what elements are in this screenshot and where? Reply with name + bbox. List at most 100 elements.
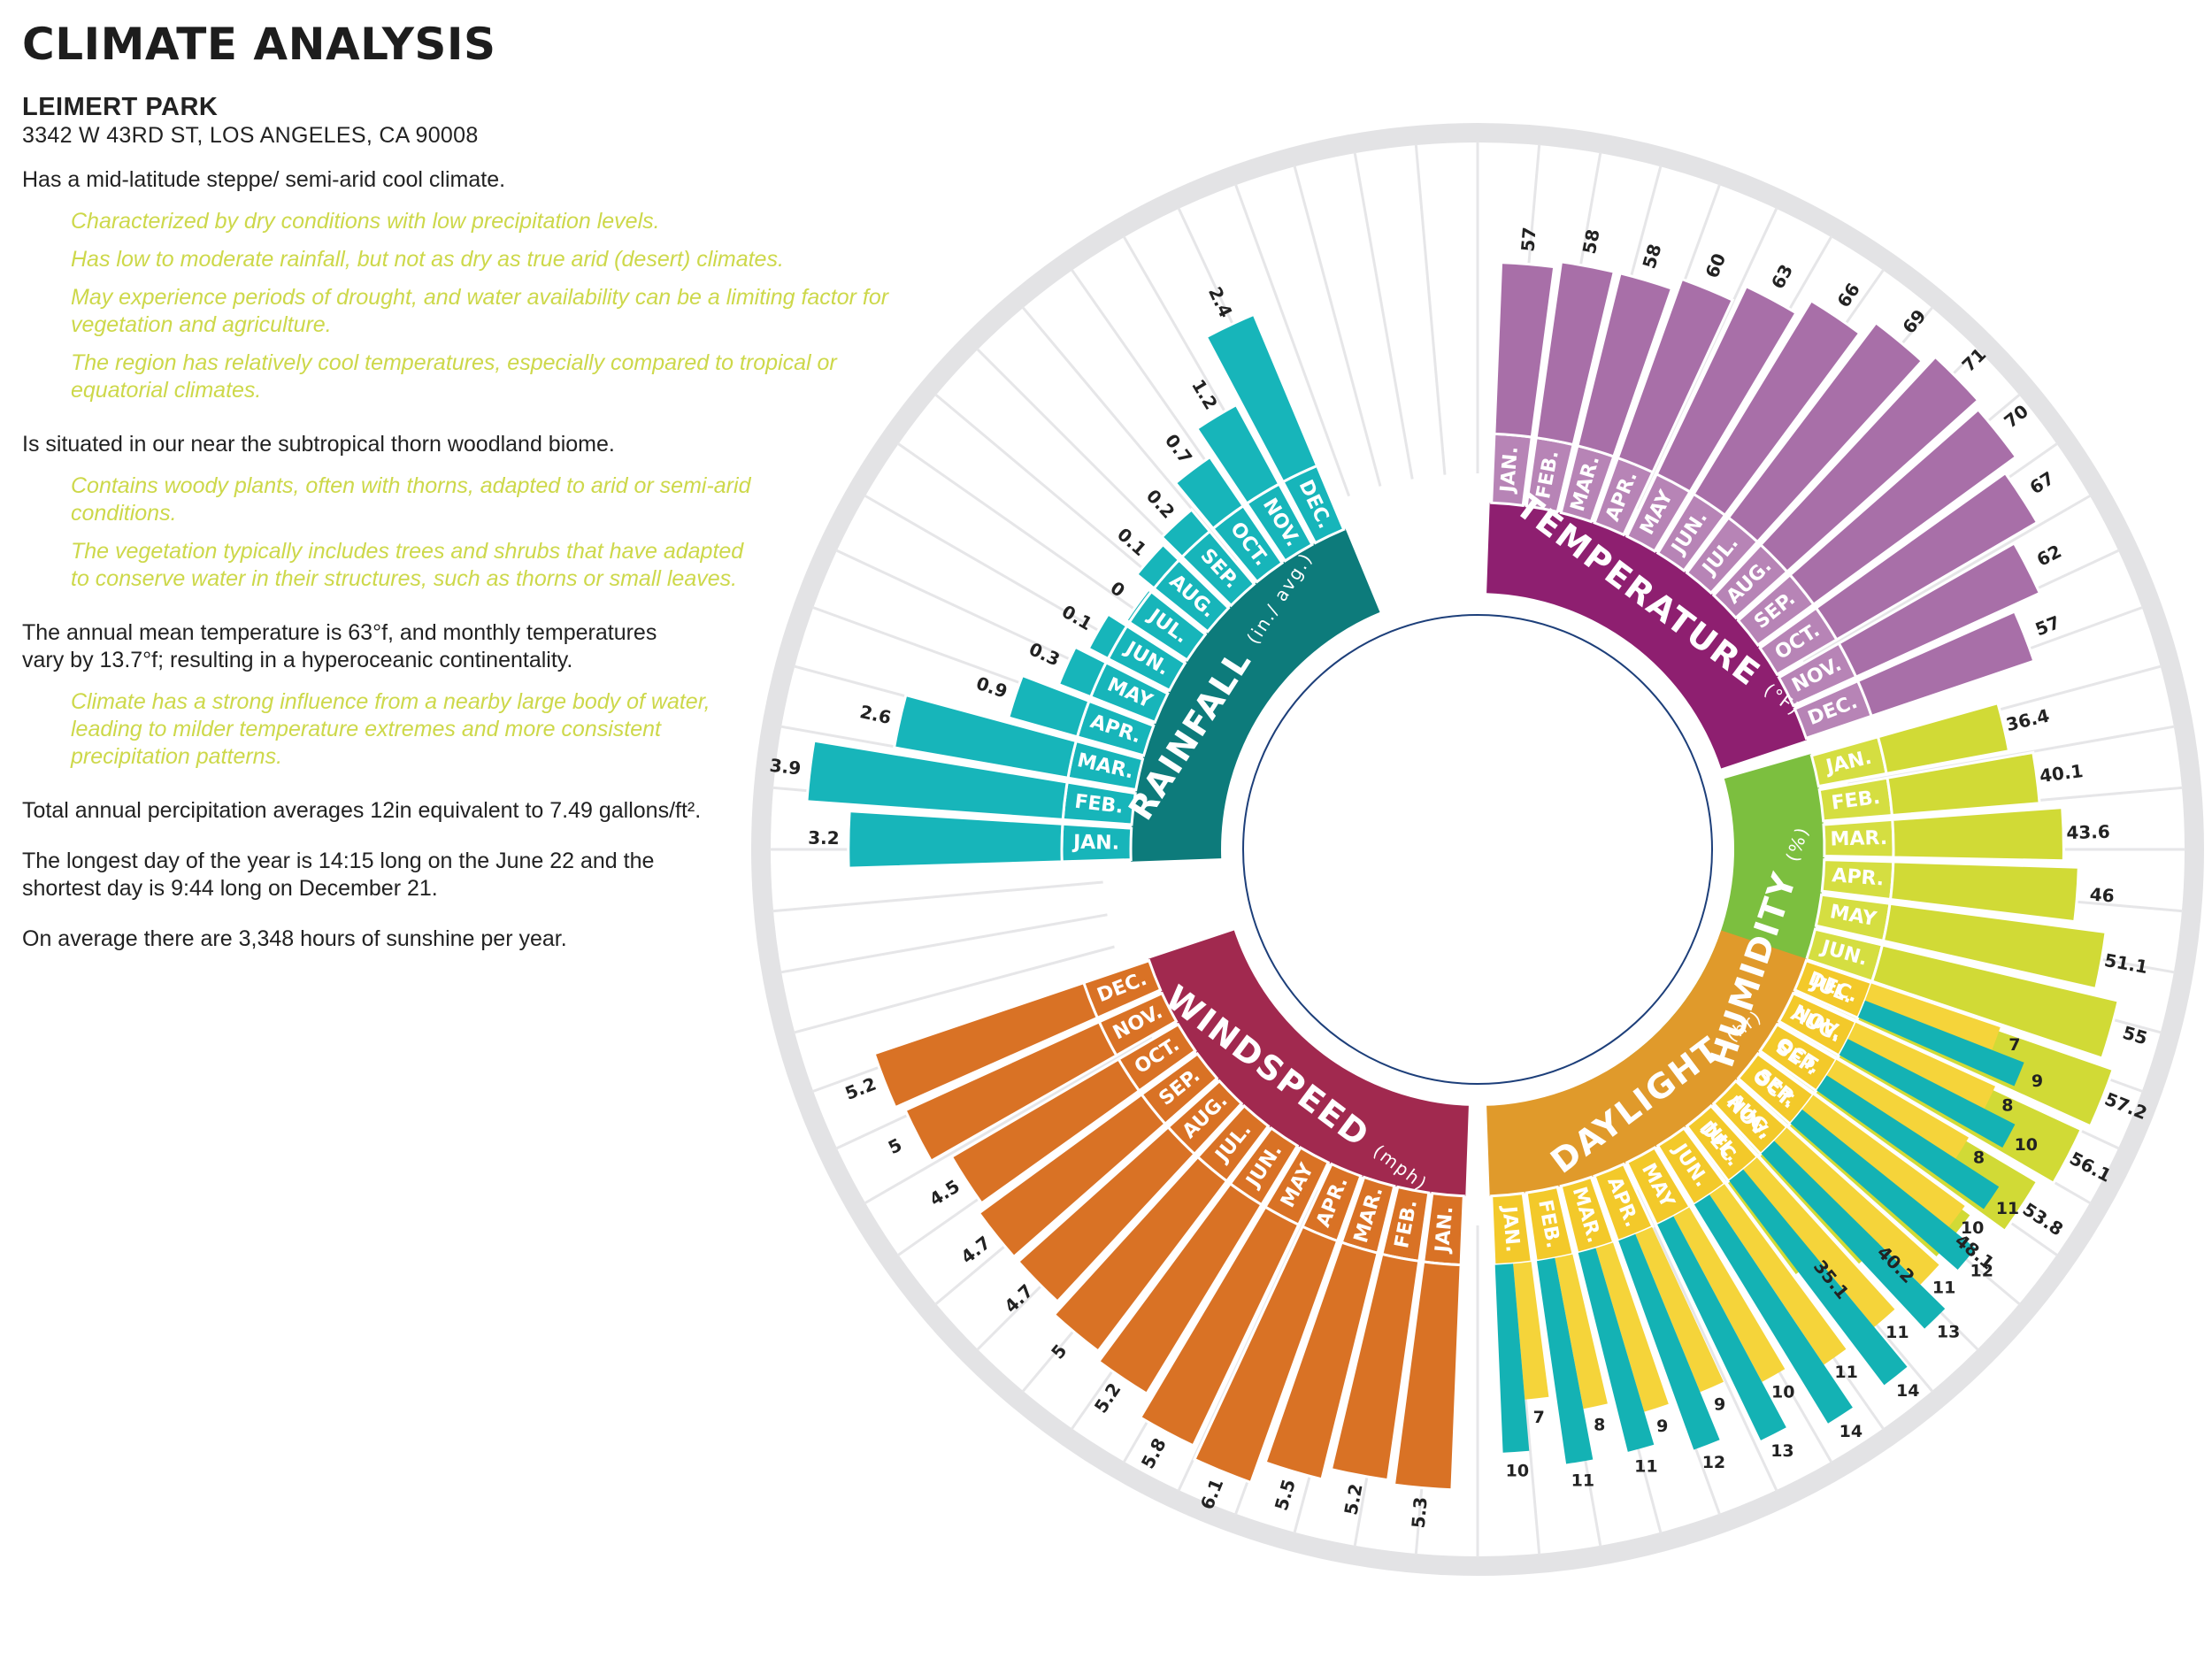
month-label: JAN. xyxy=(1496,446,1523,495)
value-label: 7 xyxy=(2008,1035,2020,1055)
wheel-grid-line xyxy=(780,913,1108,974)
value-label: 7 xyxy=(1533,1408,1545,1427)
globe-outline xyxy=(1242,614,1713,1085)
data-bar xyxy=(1709,1184,1847,1365)
value-label: 5.3 xyxy=(1408,1496,1432,1529)
value-label: 12 xyxy=(1702,1453,1725,1472)
data-bar xyxy=(1886,750,2041,818)
data-bar xyxy=(1016,1125,1197,1304)
value-label: 8 xyxy=(1973,1148,1985,1168)
data-bar xyxy=(1138,1205,1301,1448)
data-bar xyxy=(903,1019,1118,1164)
sector-hub-band xyxy=(1486,503,1807,769)
value-label: 10 xyxy=(1771,1382,1794,1402)
data-bar xyxy=(1555,1254,1608,1409)
data-bar xyxy=(847,810,1064,870)
data-bar xyxy=(1839,1039,2016,1148)
value-label: 10 xyxy=(1506,1461,1529,1480)
data-bar xyxy=(1814,471,2039,641)
value-label: 12 xyxy=(1970,1262,1993,1281)
site-address: 3342 W 43RD ST, LOS ANGELES, CA 90008 xyxy=(22,123,479,148)
globe-rim xyxy=(1223,595,1732,1104)
value-label: 8 xyxy=(2001,1096,2013,1116)
data-bar xyxy=(892,693,1079,780)
data-bar xyxy=(1761,1141,1946,1329)
daylight-text: The longest day of the year is 14:15 lon… xyxy=(22,849,655,901)
sector-hub-band xyxy=(1486,930,1807,1196)
value-label: 11 xyxy=(1886,1323,1909,1342)
precipitation-text: Total annual percipitation averages 12in… xyxy=(22,798,702,823)
wheel-grid-line xyxy=(1802,494,2092,663)
data-bar xyxy=(1837,541,2042,680)
data-bar xyxy=(1194,403,1281,506)
data-bar xyxy=(949,1057,1141,1205)
data-bar xyxy=(1655,284,1799,494)
month-cell xyxy=(1559,1175,1616,1256)
month-cell xyxy=(1490,1191,1533,1267)
data-bar xyxy=(1826,1059,1969,1159)
data-bar xyxy=(1858,1000,2024,1087)
text-panel: CLIMATE ANALYSIS LEIMERT PARK 3342 W 43R… xyxy=(22,18,995,953)
data-bar xyxy=(872,980,1100,1110)
data-bar xyxy=(1870,943,2121,1060)
month-label: JAN. xyxy=(1432,1205,1458,1255)
value-label: 43.6 xyxy=(2066,821,2110,843)
value-label: 9 xyxy=(1714,1394,1725,1414)
data-bar xyxy=(977,1092,1168,1259)
data-bar xyxy=(1743,1157,1895,1327)
wheel-grid-line xyxy=(1353,151,1414,480)
data-bar xyxy=(1134,542,1181,591)
data-bar xyxy=(1855,610,2036,718)
value-label: 13 xyxy=(1770,1441,1793,1461)
data-bar xyxy=(1692,298,1862,518)
data-bar xyxy=(1006,673,1091,739)
data-bar xyxy=(1160,507,1212,559)
month-label: APR. xyxy=(1832,864,1886,890)
temperature-text: The annual mean temperature is 63°f, and… xyxy=(22,620,657,672)
climate-note: The region has relatively cool temperatu… xyxy=(71,350,837,403)
value-label: 11 xyxy=(1834,1363,1857,1382)
wheel-grid-line xyxy=(1414,143,1447,475)
value-label: 13 xyxy=(1937,1323,1960,1342)
month-label: MAR. xyxy=(1830,827,1887,851)
wheel-grid-line xyxy=(864,1036,1153,1205)
value-label: 11 xyxy=(1932,1278,1955,1297)
data-bar xyxy=(1392,1260,1463,1492)
value-label: 3.2 xyxy=(808,827,840,849)
data-bar xyxy=(1657,1216,1786,1440)
sector-hub-band xyxy=(1130,528,1380,862)
data-bar xyxy=(1790,1109,1976,1270)
value-label: 11 xyxy=(1571,1471,1594,1490)
wheel-grid-line xyxy=(1233,183,1351,497)
data-bar xyxy=(1494,1263,1530,1453)
climate-wheel-chart: TEMPERATURE (°F)JAN.57FEB.58MAR.58APR.60… xyxy=(751,123,2204,1576)
data-bar xyxy=(1124,588,1154,625)
month-label: JAN. xyxy=(1071,832,1119,855)
value-label: 58 xyxy=(1578,227,1604,256)
page-title: CLIMATE ANALYSIS xyxy=(22,19,496,70)
sunshine-text: On average there are 3,348 hours of suns… xyxy=(22,926,567,951)
data-bar xyxy=(1578,1248,1655,1452)
data-bar xyxy=(1087,612,1129,661)
data-bar xyxy=(1864,983,2001,1050)
data-bar xyxy=(1618,1233,1720,1450)
month-cell xyxy=(1525,1185,1575,1263)
data-bar xyxy=(1595,1242,1669,1412)
value-label: 10 xyxy=(2015,1135,2038,1155)
wheel-grid-line xyxy=(896,442,1171,635)
data-bar xyxy=(1729,1169,1908,1386)
value-label: 3.9 xyxy=(769,755,803,780)
data-bar xyxy=(1847,1022,1995,1110)
data-bar xyxy=(1493,261,1556,439)
data-bar xyxy=(1204,312,1319,484)
data-bar xyxy=(1758,355,1980,574)
data-bar xyxy=(1534,260,1617,447)
month-label: JAN. xyxy=(1497,1203,1524,1253)
data-bar xyxy=(1801,1094,1965,1227)
data-bar xyxy=(1096,1181,1263,1396)
value-label: 9 xyxy=(2032,1071,2043,1091)
site-name: LEIMERT PARK xyxy=(22,93,219,121)
value-label: 10 xyxy=(1961,1218,1984,1238)
data-bar xyxy=(1876,701,2011,776)
data-bar xyxy=(1329,1252,1421,1482)
